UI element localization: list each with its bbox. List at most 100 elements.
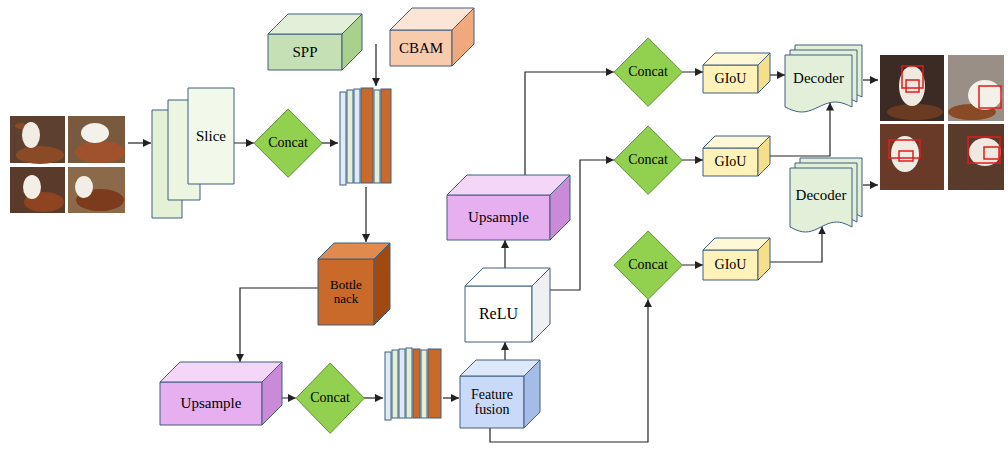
feature-map [421,350,427,418]
front-face [447,195,550,240]
shape-outline [465,268,550,342]
front-face [460,376,524,428]
document-sheet [790,168,852,232]
feature-map [381,89,391,183]
detection-box [984,147,999,159]
feature-map [392,350,398,418]
node-label: GIoU [715,257,747,272]
detection-box [899,151,913,161]
relu-block: ReLU [465,268,550,342]
side-face [524,360,540,428]
front-face [465,286,532,342]
slice-block: Slice [152,88,234,218]
text-area: GIoU [703,250,758,280]
feature-map [347,90,353,183]
text-area: GIoU [703,65,758,93]
node-label: Decoder [796,187,847,204]
connector-arrow [770,74,785,75]
text-area: Decoder [785,55,852,102]
feature-map [413,349,420,418]
front-face [703,148,758,176]
cbam-block: CBAM [390,8,474,66]
diamond-outline [614,126,682,194]
feature-map [354,89,360,183]
photo [68,167,125,213]
detection-box [889,140,920,158]
cow-face [899,66,925,106]
shape-outline [447,175,570,240]
cow-body [16,146,64,164]
connector-arrow [240,288,318,362]
text-area: Concat [254,109,322,177]
decoder-document: Decoder [785,45,862,112]
decoder-document: Decoder [790,158,862,232]
spp-block: SPP [268,14,362,70]
connector-arrow [682,264,703,265]
connector-arrow [682,159,703,160]
feature-map [340,92,346,185]
cow-face [22,122,40,148]
upsample-block: Upsample [447,175,570,240]
connector-arrow [770,226,822,262]
feature-map [385,352,391,420]
node-label: Upsample [181,395,242,412]
top-face [160,362,282,382]
concat-diamond: Concat [614,231,682,299]
node-label: Decoder [793,70,844,87]
front-face [703,250,758,280]
side-face [262,362,282,425]
diamond-outline [614,38,682,106]
concat-diamond: Concat [614,38,682,106]
node-label: Concat [628,257,668,272]
text-area: Upsample [160,382,262,425]
detection-box [906,80,919,92]
photo [948,124,1004,190]
document-sheet [785,55,852,112]
arrow [375,44,376,86]
photo [948,55,1004,121]
upsample-block: Upsample [160,362,282,425]
node-label: SPP [292,44,317,61]
node-label: Upsample [468,209,529,226]
feature-map [374,90,380,183]
arrow [321,142,338,143]
node-label: Concat [268,135,308,150]
giou-block: GIoU [703,136,770,176]
giou-block: GIoU [703,53,770,93]
front-face [318,259,374,325]
text-area: GIoU [703,148,758,176]
top-face [447,175,570,195]
shape-outline [390,8,474,66]
text-area: SPP [268,34,342,70]
node-label: GIoU [715,71,747,86]
giou-block: GIoU [703,238,770,280]
text-area: Bottle nack [318,259,374,325]
text-area: Concat [296,363,364,433]
cow-body [887,104,943,120]
slice-panel [188,88,234,184]
arrow [863,184,878,185]
feature-map-stack [340,88,391,185]
cow-body [75,141,125,163]
node-label: CBAM [399,40,443,57]
connector-arrow [504,240,505,268]
concat-diamond: Concat [614,126,682,194]
side-face [758,238,770,280]
concat-diamond: Concat [296,363,364,433]
cow-face [81,123,109,143]
arrow [128,142,151,143]
text-area: ReLU [465,286,532,342]
cow-face [969,138,1001,166]
node-label: ReLU [479,305,518,323]
arrow [863,79,878,80]
cow-face [891,136,919,172]
node-label: Feature fusion [464,387,520,418]
shape-outline [268,14,362,70]
connector-arrow [504,342,505,360]
cow-face [75,176,93,198]
feature-fusion-block: Feature fusion [460,360,540,428]
side-face [550,175,570,240]
feature-map [361,88,373,183]
